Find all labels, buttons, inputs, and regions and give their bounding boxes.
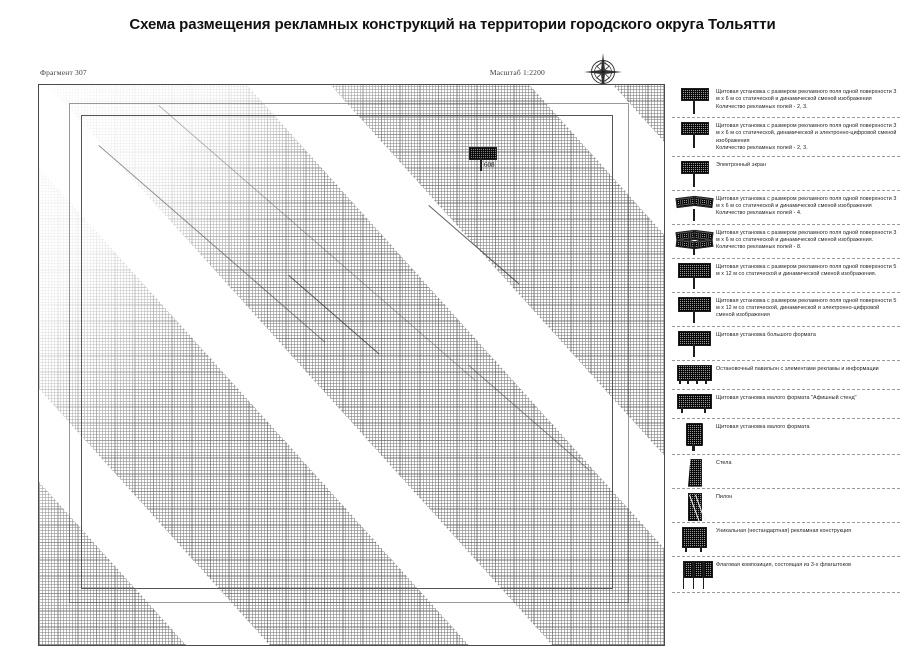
billboard-3x6-static-dynamic-icon [678,88,710,114]
map-marker-label: 608 [484,161,495,169]
small-format-billboard-icon [684,422,704,451]
map-upper-white-area [39,85,664,645]
legend-item[interactable]: Пилон [672,489,900,523]
cadastral-outer-boundary [69,103,629,603]
billboard-3x6-digital-icon [678,122,710,148]
legend-icon-cell [672,560,716,589]
legend-item[interactable]: Щитовая установка с размером рекламного … [672,293,900,327]
legend-item-label: Щитовая установка малого формата "Афишны… [716,394,857,401]
billboard-large-format-icon [677,330,711,357]
legend-item[interactable]: Щитовая установка с размером рекламного … [672,225,900,259]
legend-item[interactable]: Щитовая установка большого формата [672,327,900,361]
legend-icon-cell [672,422,716,451]
legend-item-label: Электронный экран [716,161,766,168]
legend-item-label: Щитовая установка большого формата [716,331,816,338]
legend-icon-cell [672,262,716,289]
legend-icon-cell [672,458,716,487]
legend-panel: Щитовая установка с размером рекламного … [672,84,900,646]
map-marker-608[interactable]: 608 [469,147,503,177]
legend-item-label: Щитовая установка с размером рекламного … [716,297,897,319]
legend-item-label: Остановочный павильон с элементами рекла… [716,365,879,372]
legend-item[interactable]: Щитовая установка малого формата [672,419,900,455]
legend-item-label: Щитовая установка с размером рекламного … [716,195,897,217]
legend-item[interactable]: Щитовая установка с размером рекламного … [672,118,900,157]
legend-item-label: Стела [716,459,732,466]
legend-item[interactable]: Щитовая установка с размером рекламного … [672,259,900,293]
legend-item[interactable]: Щитовая установка с размером рекламного … [672,84,900,118]
electronic-screen-icon [678,160,710,187]
legend-item-label: Щитовая установка с размером рекламного … [716,123,897,152]
legend-icon-cell [672,87,716,114]
billboard-marker-icon [469,147,497,160]
stela-icon [685,458,703,487]
bus-shelter-icon [676,364,712,385]
billboard-5x12-static-dynamic-icon [677,262,711,289]
legend-item-label: Щитовая установка с размером рекламного … [716,89,897,110]
flag-composition-icon [680,560,713,589]
legend-item[interactable]: Флаговая композиция, состоящая из 3-х фл… [672,557,900,593]
legend-item-label: Пилон [716,493,733,500]
legend-icon-cell [672,330,716,357]
afisha-stand-icon [676,393,712,414]
sheet: Фрагмент 307 Масштаб 1:2200 [0,48,905,646]
map-canvas[interactable]: 608 [39,85,664,645]
legend-icon-cell [672,228,716,255]
legend-icon-cell [672,121,716,148]
billboard-3x6-four-fields-icon [675,195,714,221]
map-frame[interactable]: 608 [38,84,665,646]
pilon-icon [685,492,706,522]
legend-item-label: Щитовая установка с размером рекламного … [716,263,897,278]
legend-icon-cell [672,296,716,323]
legend-item[interactable]: Электронный экран [672,157,900,191]
page-title: Схема размещения рекламных конструкций н… [129,16,776,33]
legend-item[interactable]: Остановочный павильон с элементами рекла… [672,361,900,390]
legend-icon-cell [672,160,716,187]
legend-item-label: Уникальная (нестандартная) рекламная кон… [716,527,852,534]
cadastral-inner-boundary [81,115,613,589]
compass-rose-icon [581,50,625,94]
scale-label: Масштаб 1:2200 [489,68,545,77]
legend-icon-cell [672,393,716,414]
legend-icon-cell [672,526,716,553]
billboard-marker-post [480,158,482,171]
legend-item-label: Флаговая композиция, состоящая из 3-х фл… [716,561,852,568]
legend-item[interactable]: Уникальная (нестандартная) рекламная кон… [672,523,900,557]
legend-icon-cell [672,492,716,522]
billboard-5x12-digital-icon [677,296,711,323]
fragment-label: Фрагмент 307 [40,68,87,77]
legend-icon-cell [672,364,716,385]
legend-item[interactable]: Щитовая установка малого формата "Афишны… [672,390,900,419]
unique-construction-icon [680,526,708,553]
legend-item[interactable]: Щитовая установка с размером рекламного … [672,191,900,225]
map-header: Фрагмент 307 Масштаб 1:2200 [38,68,663,84]
legend-item[interactable]: Стела [672,455,900,489]
map-panel: Фрагмент 307 Масштаб 1:2200 [38,53,665,646]
legend-item-label: Щитовая установка малого формата [716,423,810,430]
billboard-3x6-eight-fields-icon [675,229,714,255]
legend-item-label: Щитовая установка с размером рекламного … [716,229,897,251]
legend-icon-cell [672,194,716,221]
